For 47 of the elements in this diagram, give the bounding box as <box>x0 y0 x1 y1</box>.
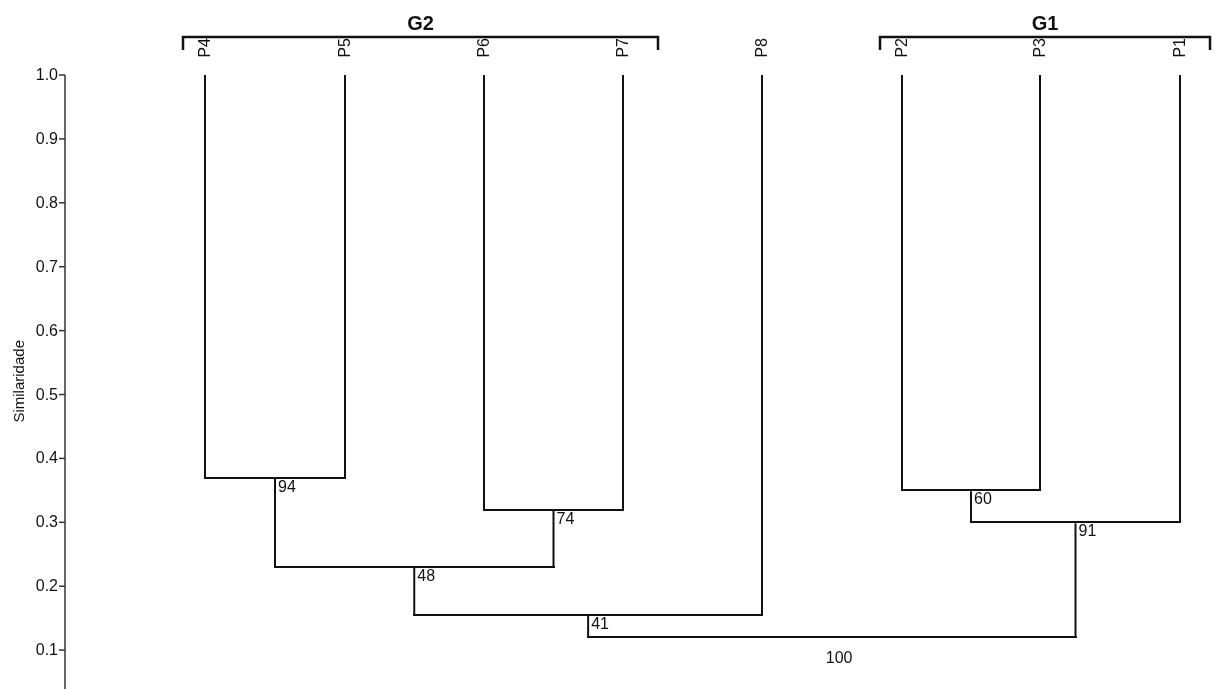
junction-bar <box>413 613 763 616</box>
junction-bar <box>587 636 1077 639</box>
group-label: G1 <box>1030 12 1060 34</box>
junction-bar <box>970 521 1181 524</box>
branch-line <box>274 477 276 569</box>
leaf-label: P1 <box>1171 38 1189 58</box>
branch-line <box>204 74 206 479</box>
tick-label: 0.2 <box>34 577 58 596</box>
branch-line <box>483 74 485 511</box>
branch-line <box>1179 74 1181 524</box>
branch-line <box>344 74 346 479</box>
branch-line <box>1074 522 1077 639</box>
leaf-label: P4 <box>196 38 214 58</box>
support-value: 41 <box>591 614 609 633</box>
tick-label: 0.8 <box>34 193 58 212</box>
tick-label: 0.9 <box>34 129 58 148</box>
branch-line <box>761 74 763 616</box>
leaf-label: P7 <box>614 38 632 58</box>
tick-label: 1.0 <box>34 66 58 84</box>
leaf-label: P3 <box>1031 38 1049 58</box>
support-value: 94 <box>278 477 296 496</box>
leaf-label: P2 <box>893 38 911 58</box>
junction-bar <box>483 508 624 511</box>
branch-line <box>901 74 903 492</box>
support-value: 74 <box>556 509 575 528</box>
branch-line <box>413 567 416 616</box>
support-value: 60 <box>974 490 992 509</box>
tick-label: 0.4 <box>34 449 58 468</box>
branch-line <box>587 614 590 639</box>
leaf-label: P8 <box>753 38 771 58</box>
support-value: 100 <box>825 649 853 668</box>
support-value: 48 <box>417 567 436 585</box>
leaf-label: P6 <box>475 38 493 58</box>
tick-label: 0.3 <box>34 513 58 532</box>
junction-bar <box>204 476 346 479</box>
branch-line <box>970 490 972 524</box>
support-value: 91 <box>1078 522 1097 541</box>
tick-label: 0.1 <box>34 641 58 660</box>
group-label: G2 <box>406 12 435 34</box>
leaf-label: P5 <box>336 38 354 58</box>
axis-title: Similaridade <box>10 340 27 423</box>
branch-line <box>622 74 624 511</box>
branch-line <box>1039 74 1041 492</box>
branch-line <box>552 509 555 569</box>
tick-label: 0.6 <box>34 321 58 340</box>
junction-bar <box>901 489 1041 492</box>
tick-label: 0.7 <box>34 257 58 276</box>
